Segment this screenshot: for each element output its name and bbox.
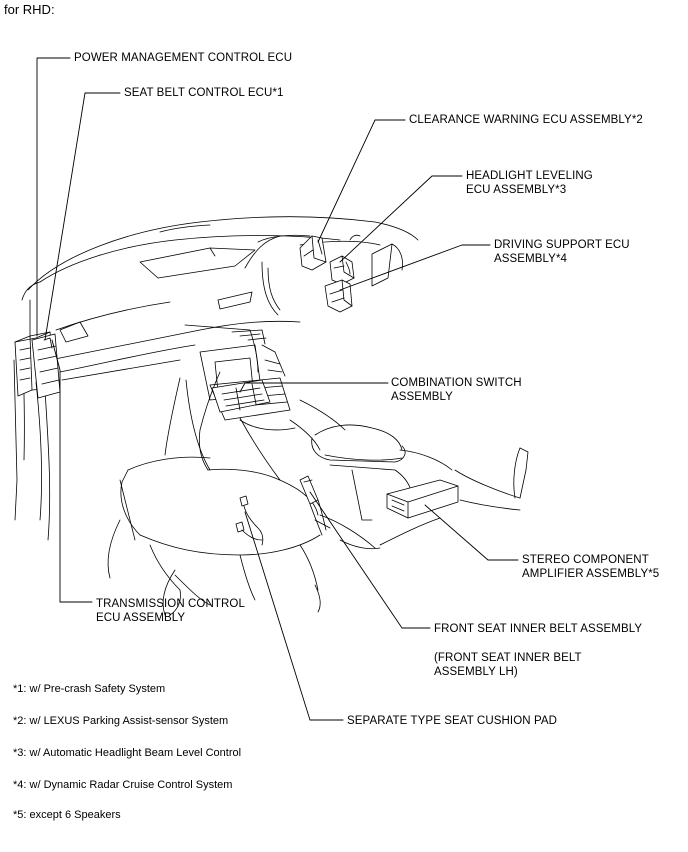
- stereo-amplifier-shape: [386, 479, 459, 519]
- driving-support-ecu-shape: [324, 279, 353, 313]
- label-driving-support-line1: DRIVING SUPPORT ECU: [494, 239, 630, 251]
- floor-line: [379, 447, 529, 546]
- headlight-leveling-ecu-shape: [329, 255, 355, 285]
- footnote-5: *5: except 6 Speakers: [13, 809, 121, 821]
- label-headlight-leveling-line1: HEADLIGHT LEVELING: [466, 170, 593, 182]
- label-front-seat-inner-belt: FRONT SEAT INNER BELT ASSEMBLY: [434, 623, 643, 635]
- footnote-1: *1: w/ Pre-crash Safety System: [13, 683, 166, 695]
- label-seat-cushion-pad: SEPARATE TYPE SEAT CUSHION PAD: [347, 715, 558, 727]
- label-power-management-ecu: POWER MANAGEMENT CONTROL ECU: [74, 52, 293, 64]
- front-seat: [107, 371, 381, 616]
- label-combination-switch-line2: ASSEMBLY: [391, 391, 453, 403]
- seat-belt-ecu-shape: [31, 333, 61, 399]
- seat-belt-buckle-shape: [299, 475, 331, 536]
- label-combination-switch-line1: COMBINATION SWITCH: [391, 377, 522, 389]
- label-front-seat-inner-belt-lh-line2: ASSEMBLY LH): [434, 666, 518, 678]
- dashboard-outline: [13, 216, 419, 541]
- label-driving-support-line2: ASSEMBLY*4: [494, 253, 568, 265]
- label-stereo-amplifier-line2: AMPLIFIER ASSEMBLY*5: [522, 568, 660, 580]
- leader-lines: [36, 57, 519, 721]
- label-transmission-control-line1: TRANSMISSION CONTROL: [96, 598, 245, 610]
- clearance-ecu-shape: [299, 235, 327, 271]
- footnote-4: *4: w/ Dynamic Radar Cruise Control Syst…: [13, 779, 233, 791]
- label-stereo-amplifier-line1: STEREO COMPONENT: [522, 554, 649, 566]
- label-headlight-leveling-line2: ECU ASSEMBLY*3: [466, 184, 567, 196]
- label-clearance-warning-ecu: CLEARANCE WARNING ECU ASSEMBLY*2: [409, 114, 643, 126]
- label-seat-belt-control-ecu: SEAT BELT CONTROL ECU*1: [124, 87, 284, 99]
- footnote-3: *3: w/ Automatic Headlight Beam Level Co…: [13, 747, 242, 759]
- label-front-seat-inner-belt-lh-line1: (FRONT SEAT INNER BELT: [434, 652, 582, 664]
- label-transmission-control-line2: ECU ASSEMBLY: [96, 612, 186, 624]
- seat-cushion-pad-shape: [235, 495, 264, 546]
- footnote-2: *2: w/ LEXUS Parking Assist-sensor Syste…: [13, 715, 229, 727]
- combination-switch-shape: [211, 379, 271, 413]
- page-header: for RHD:: [4, 2, 55, 17]
